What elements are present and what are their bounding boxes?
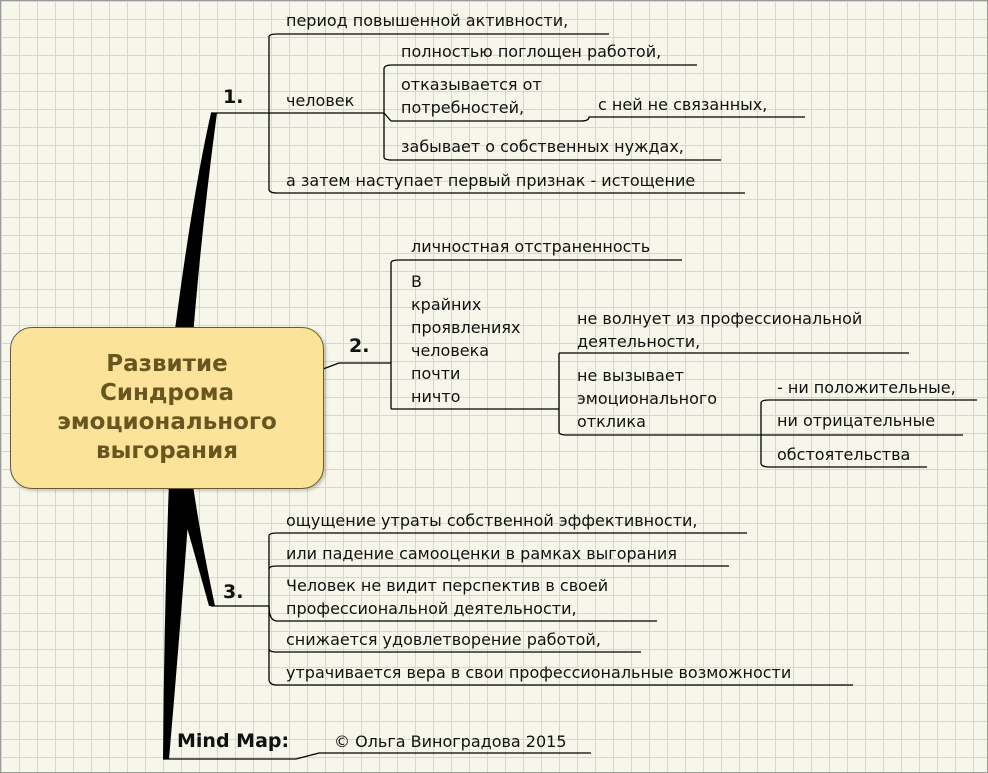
- branch-1-intro[interactable]: период повышенной активности,: [286, 11, 569, 30]
- branch-2-leaf-2[interactable]: ни отрицательные: [777, 411, 936, 430]
- branch-2-item-2-line: почти: [411, 364, 461, 383]
- central-topic[interactable]: Развитие Синдрома эмоционального выгоран…: [10, 327, 324, 489]
- trunk-footer: [163, 481, 191, 759]
- branch-2-sub-2[interactable]: не вызывает эмоционального отклика: [577, 364, 717, 433]
- central-topic-label: Развитие Синдрома эмоционального выгоран…: [57, 351, 277, 464]
- branch-3-number: 3.: [223, 581, 244, 603]
- branch-1-number: 1.: [223, 86, 244, 108]
- branch-2-leaf-1[interactable]: - ни положительные,: [777, 378, 956, 397]
- branch-3-item[interactable]: утрачивается вера в свои профессиональны…: [286, 663, 792, 682]
- branch-2-sub-1[interactable]: не волнует из профессиональной деятельно…: [577, 309, 863, 351]
- branch-2-item-2-line: крайних: [411, 295, 482, 314]
- branch-3-item[interactable]: снижается удовлетворение работой,: [286, 630, 601, 649]
- branch-1-subject[interactable]: человек: [286, 91, 355, 110]
- branch-1-sub-3[interactable]: забывает о собственных нуждах,: [401, 137, 684, 156]
- branch-2-item-1[interactable]: личностная отстраненность: [411, 237, 651, 256]
- branch-1-outro[interactable]: а затем наступает первый признак - истощ…: [286, 171, 696, 190]
- branch-2-sub-2-line: отклика: [577, 412, 646, 431]
- branch-2-number: 2.: [349, 335, 370, 357]
- branch-1-sub-1[interactable]: полностью поглощен работой,: [401, 42, 662, 61]
- branch-2-item-2-line: проявлениях: [411, 318, 521, 337]
- author-credit: © Ольга Виноградова 2015: [334, 732, 567, 751]
- branch-2-sub-2-line: не вызывает: [577, 366, 684, 385]
- mind-map-label: Mind Map:: [177, 730, 290, 752]
- trunk-branch-1: [171, 113, 217, 361]
- branch-3-item[interactable]: ощущение утраты собственной эффективност…: [286, 511, 698, 530]
- branch-1-sub-2[interactable]: отказывается от потребностей,: [401, 75, 542, 117]
- branch-2-item-2[interactable]: В крайних проявлениях человека почти нич…: [411, 270, 520, 408]
- branch-2-item-2-line: В: [411, 272, 422, 291]
- branch-3-item[interactable]: или падение самооценки в рамках выгорани…: [286, 544, 677, 563]
- branch-2-item-2-line: ничто: [411, 387, 461, 406]
- branch-3-item[interactable]: Человек не видит перспектив в своей проф…: [286, 576, 609, 618]
- branch-1-sub-2-detail[interactable]: с ней не связанных,: [598, 95, 768, 114]
- branch-2-leaf-3[interactable]: обстоятельства: [777, 445, 911, 464]
- branch-2-item-2-line: человека: [411, 341, 490, 360]
- branch-2-sub-2-line: эмоционального: [577, 389, 718, 408]
